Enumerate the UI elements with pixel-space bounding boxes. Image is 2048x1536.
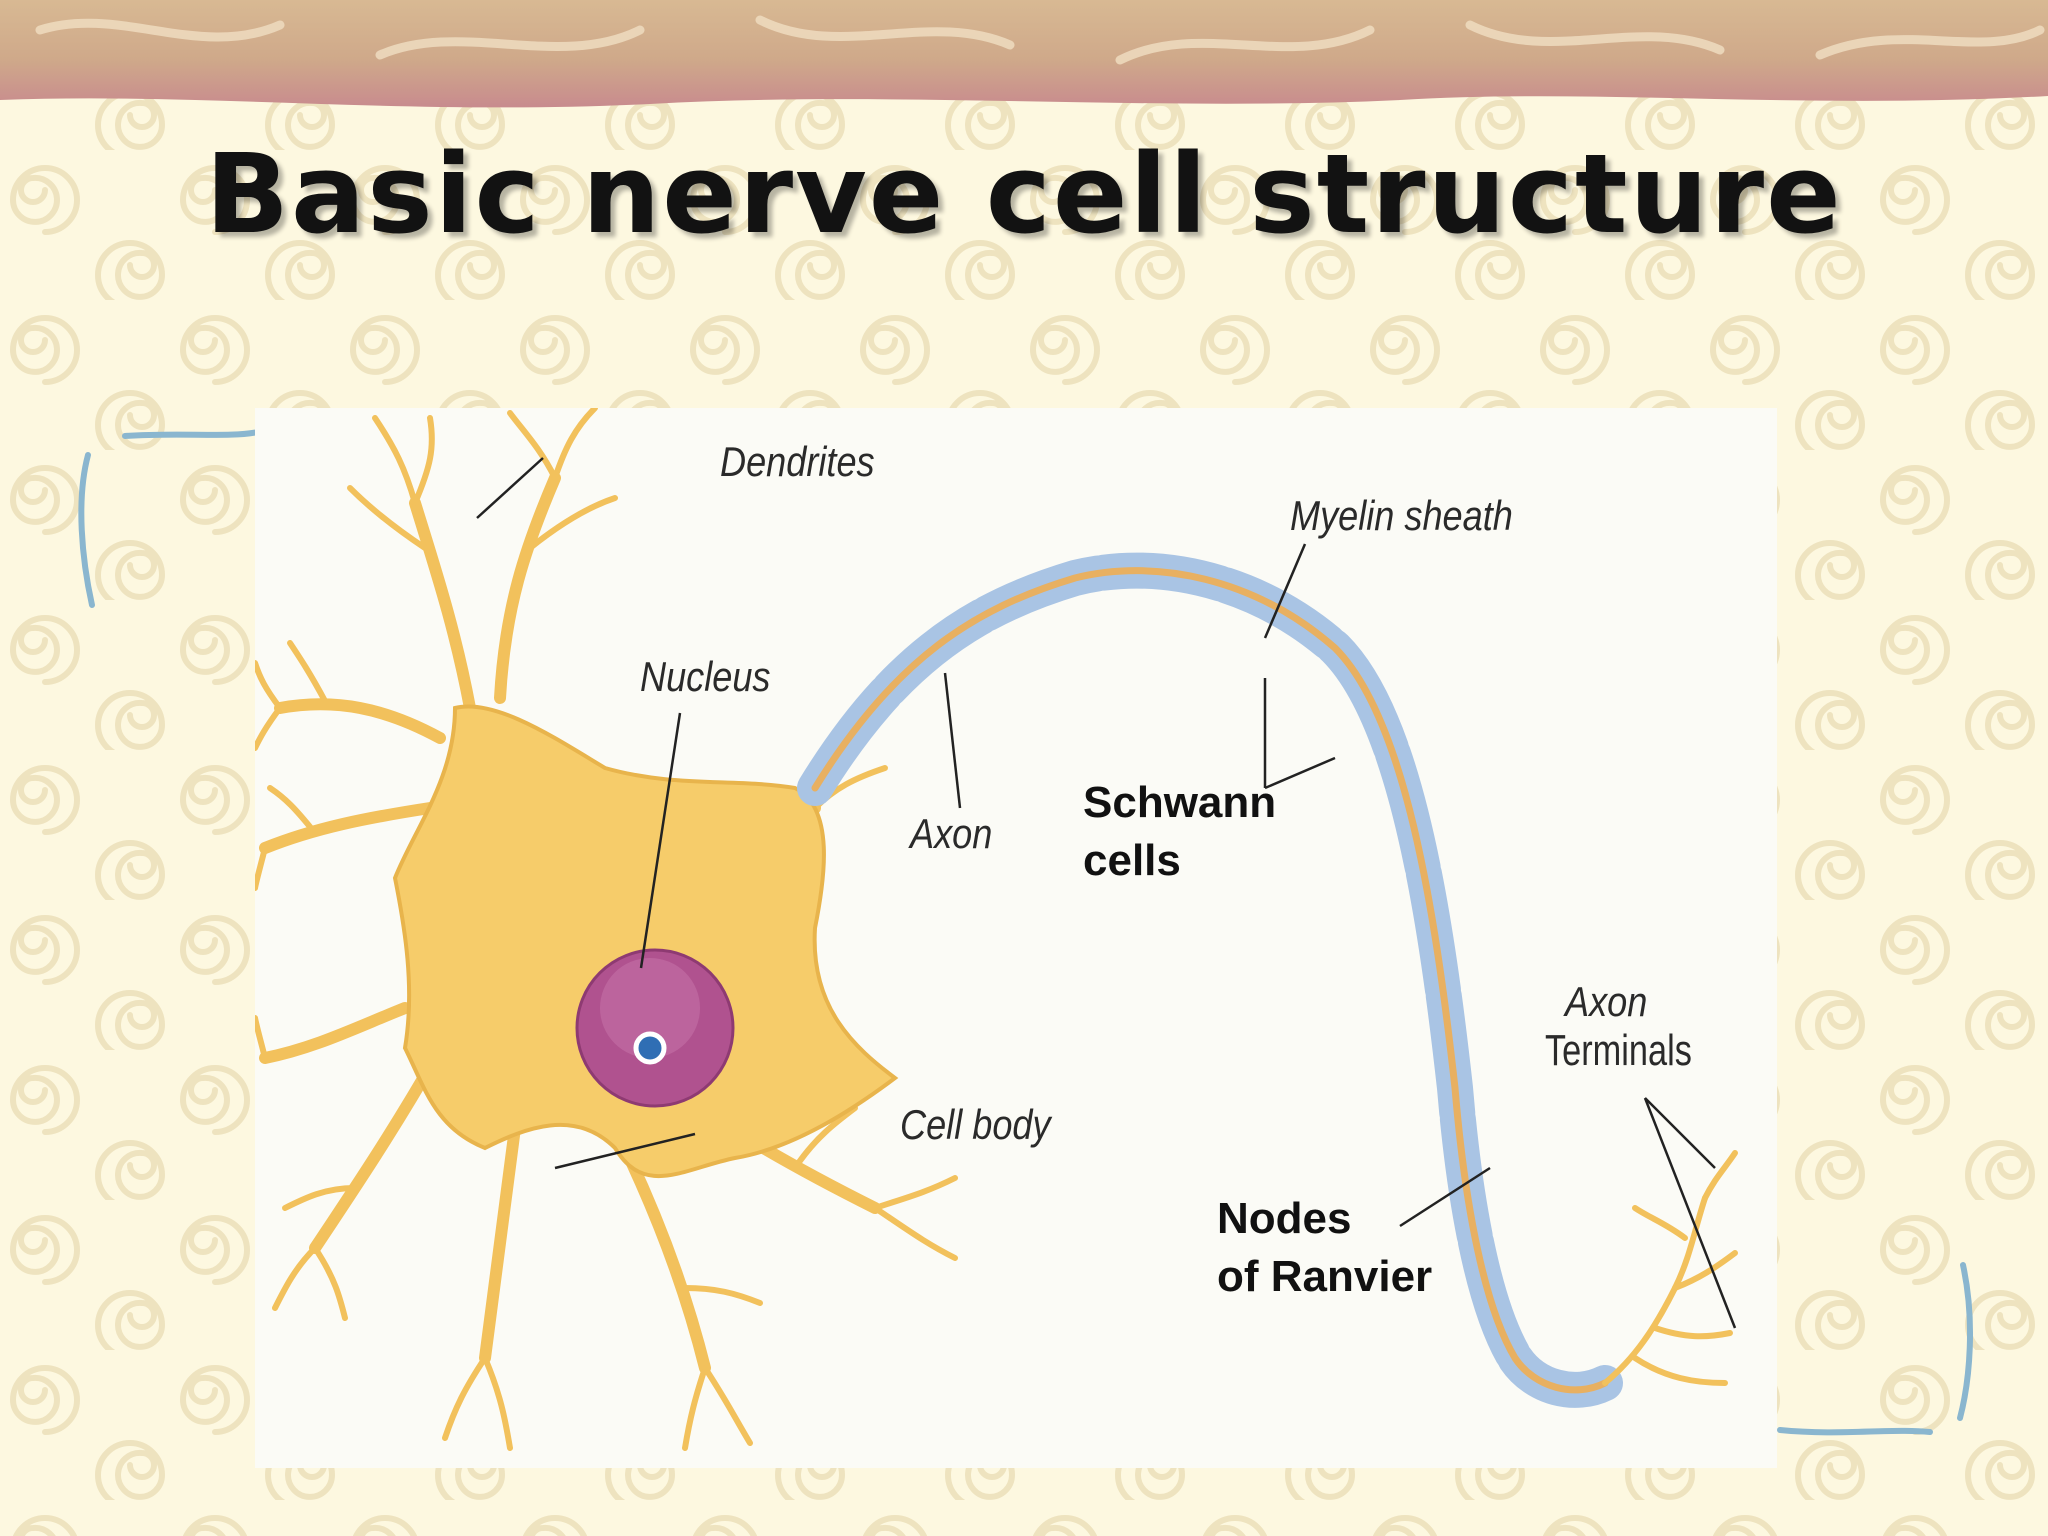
axon-terminals bbox=[1602, 1150, 1738, 1386]
label-axon-terminals: Axon Terminals bbox=[1545, 978, 1733, 1076]
label-schwann-line1: Schwann bbox=[1083, 778, 1277, 827]
label-axon-terminals-line1: Axon bbox=[1565, 978, 1648, 1025]
label-axon: Axon bbox=[910, 810, 993, 857]
label-nodes-line2: of Ranvier bbox=[1217, 1252, 1433, 1301]
label-nodes-line1: Nodes bbox=[1217, 1194, 1352, 1243]
label-leader-lines bbox=[476, 457, 1737, 1329]
label-axon-terminals-line2: Terminals bbox=[1545, 1026, 1692, 1075]
slide-title: Basic nerve cell structure bbox=[205, 130, 1843, 258]
label-dendrites: Dendrites bbox=[720, 438, 875, 485]
axon-shape bbox=[811, 567, 1609, 1394]
label-nucleus: Nucleus bbox=[640, 653, 771, 700]
neuron-illustration bbox=[255, 408, 1738, 1451]
label-schwann-cells: Schwann cells bbox=[1083, 774, 1276, 890]
nucleolus-shape bbox=[633, 1031, 667, 1065]
label-cell-body: Cell body bbox=[900, 1101, 1051, 1148]
label-myelin-sheath: Myelin sheath bbox=[1290, 492, 1513, 539]
neuron-diagram: Dendrites Myelin sheath Nucleus Axon Sch… bbox=[255, 408, 1777, 1468]
label-nodes-of-ranvier: Nodes of Ranvier bbox=[1217, 1190, 1432, 1306]
label-schwann-line2: cells bbox=[1083, 836, 1181, 885]
frame-bracket bbox=[78, 429, 1973, 1436]
myelin-sheath-shape bbox=[797, 552, 1623, 1408]
